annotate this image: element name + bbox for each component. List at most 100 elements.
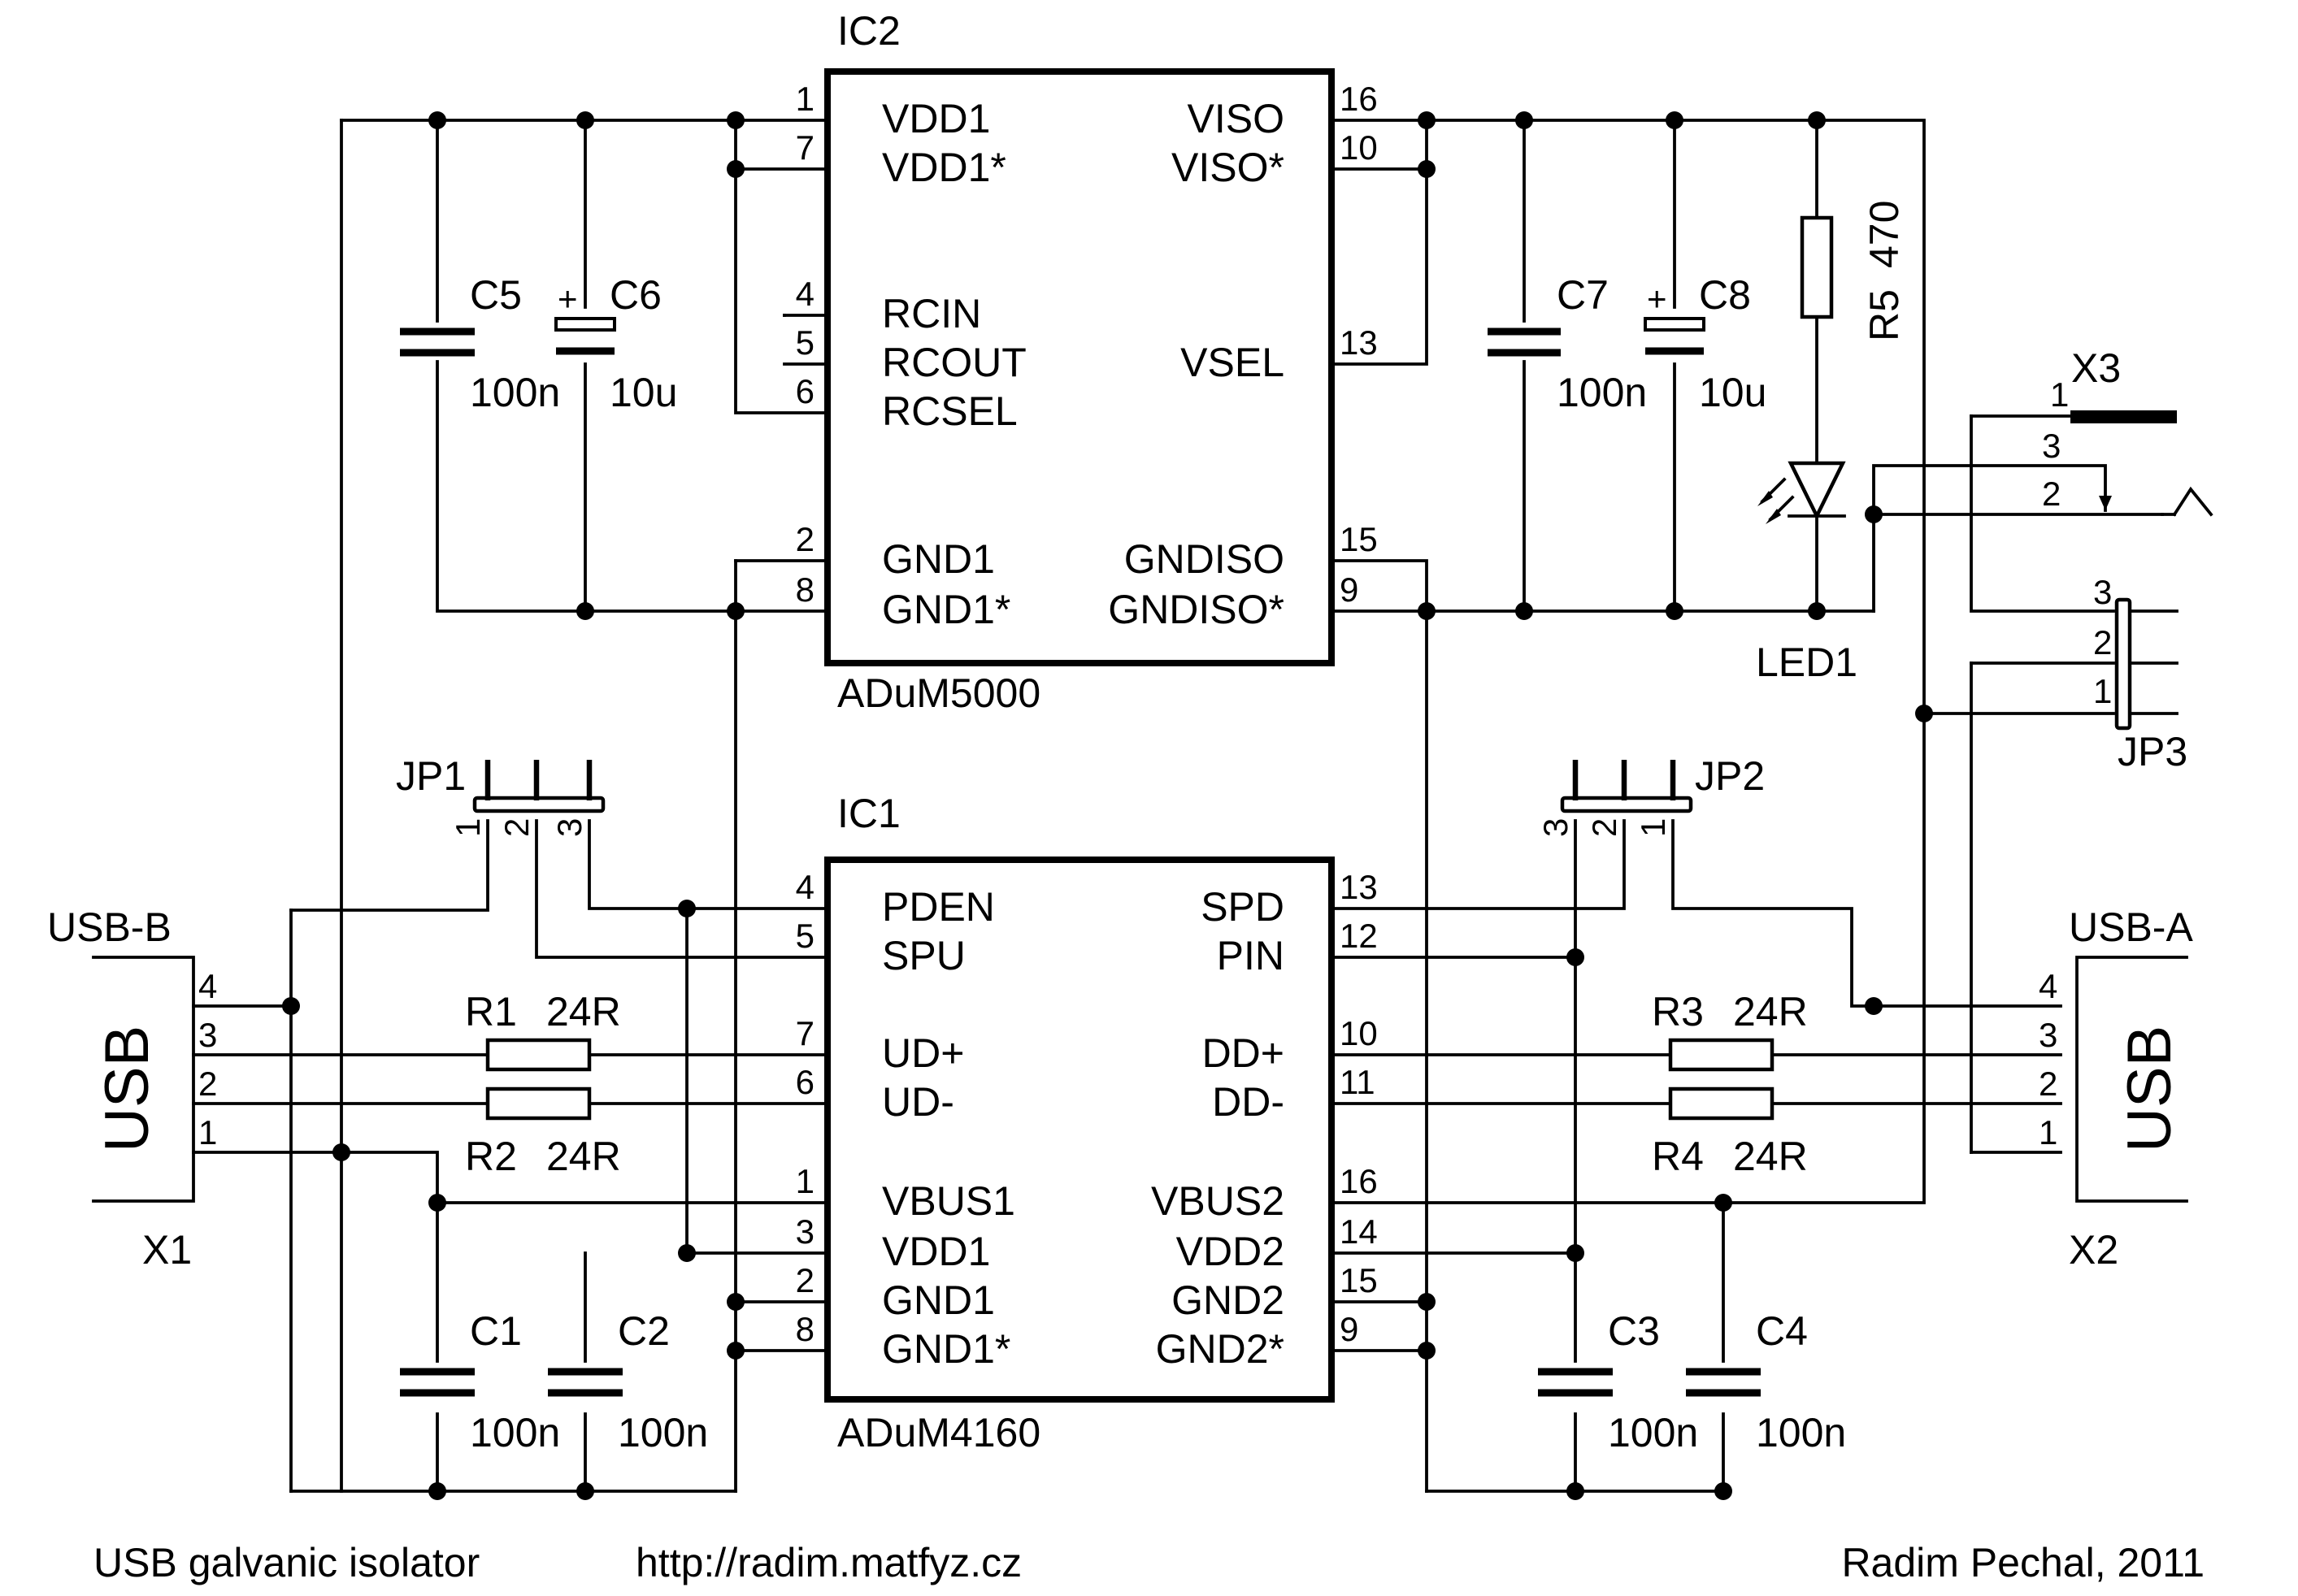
ic1-pin-number: 16 (1340, 1162, 1378, 1200)
resistor-ref: R1 (465, 989, 517, 1034)
connector-pin-number: 3 (2042, 427, 2061, 465)
jumper-pin-number: 3 (550, 818, 589, 837)
ic2-pin-name: RCIN (882, 291, 981, 336)
capacitor-ref: C7 (1557, 272, 1609, 318)
jumper-pin-number: 1 (449, 818, 487, 837)
ic1-pin-name: DD- (1212, 1079, 1284, 1125)
connector-pin-number: 1 (2050, 375, 2069, 414)
ic1-pin-number: 15 (1340, 1261, 1378, 1299)
ic1-pin-name: DD+ (1202, 1030, 1284, 1076)
connector-type: USB-A (2069, 904, 2193, 950)
ic1-pin-number: 5 (796, 917, 815, 955)
ic2-pin-number: 4 (796, 275, 815, 313)
capacitor-c4-symbol (1686, 1368, 1761, 1397)
connector-ref: X1 (142, 1227, 192, 1273)
ic1-pin-number: 9 (1340, 1310, 1358, 1348)
resistor-value: 24R (1733, 989, 1808, 1034)
ic2-pin-number: 9 (1340, 570, 1358, 609)
ic2-pin-number: 10 (1340, 128, 1378, 167)
ic2-pin-number: 1 (796, 80, 815, 118)
resistor-ref: R2 (465, 1134, 517, 1179)
ic2-body (824, 68, 1335, 666)
ic2-ref: IC2 (837, 8, 901, 54)
ic1-pin-name: PIN (1217, 933, 1284, 978)
ic2-pin-name: VDD1 (882, 96, 990, 141)
ic1-pin-number: 2 (796, 1261, 815, 1299)
ic1-part: ADuM4160 (837, 1410, 1040, 1455)
resistor-r1-symbol (485, 1038, 592, 1072)
connector-x3-symbol (2070, 410, 2177, 512)
ic1-pin-number: 3 (796, 1212, 815, 1251)
capacitor-ref: C1 (470, 1308, 522, 1354)
led-ref: LED1 (1756, 640, 1857, 685)
capacitor-ref: C4 (1756, 1308, 1808, 1354)
wires (92, 119, 2213, 1493)
jumper-jp1-symbol (472, 760, 606, 813)
usb-body-label: USB (2115, 1026, 2184, 1152)
jumper-pin-number: 2 (1585, 818, 1623, 837)
ic2-pin-name: GND1* (882, 587, 1010, 632)
ic1-pin-number: 10 (1340, 1014, 1378, 1052)
polarity-mark: + (558, 280, 578, 318)
capacitor-c3-symbol (1538, 1368, 1613, 1397)
resistor-ref: R4 (1652, 1134, 1704, 1179)
ic1-body (824, 857, 1335, 1403)
ic2-pin-name: VDD1* (882, 145, 1006, 190)
jumper-ref: JP2 (1695, 753, 1765, 799)
resistor-value: 24R (546, 989, 621, 1034)
resistor-r4-symbol (1668, 1086, 1775, 1121)
jumper-pin-number: 2 (497, 818, 536, 837)
capacitor-ref: C3 (1608, 1308, 1660, 1354)
ic1-pin-name: GND2 (1171, 1277, 1284, 1323)
capacitor-c5-symbol (400, 327, 475, 357)
resistor-value: 470 (1861, 201, 1907, 268)
resistor-r5-symbol (1800, 215, 1834, 319)
ic2-pin-number: 7 (796, 128, 815, 167)
capacitor-value: 10u (1699, 370, 1766, 415)
footer-url[interactable]: http://radim.matfyz.cz (636, 1540, 1022, 1585)
ic1-pin-name: UD- (882, 1079, 954, 1125)
jumper-pin-number: 3 (1536, 818, 1575, 837)
resistor-value: 24R (546, 1134, 621, 1179)
connector-pin-number: 2 (2042, 475, 2061, 513)
footer-title: USB galvanic isolator (93, 1540, 480, 1585)
ic1-pin-number: 8 (796, 1310, 815, 1348)
capacitor-value: 100n (470, 370, 560, 415)
capacitor-c6-symbol (554, 317, 616, 355)
connector-pin-number: 4 (2039, 967, 2057, 1005)
ic2-pin-number: 6 (796, 372, 815, 410)
ic1-pin-name: SPD (1201, 884, 1284, 930)
resistor-r3-symbol (1668, 1038, 1775, 1072)
usb-body-label: USB (93, 1026, 162, 1152)
capacitor-ref: C8 (1699, 272, 1751, 318)
connector-pin-number: 2 (2039, 1065, 2057, 1103)
connector-type: USB-B (47, 904, 172, 950)
ic1-pin-number: 6 (796, 1063, 815, 1101)
ic2-pin-number: 16 (1340, 80, 1378, 118)
connector-pin-number: 3 (198, 1016, 217, 1054)
ic1-pin-name: GND2* (1156, 1326, 1284, 1372)
capacitor-ref: C5 (470, 272, 522, 318)
ic1-pin-number: 1 (796, 1162, 815, 1200)
ic2-pin-number: 8 (796, 570, 815, 609)
jumper-jp2-symbol (1560, 760, 1693, 813)
jumper-pin-number: 1 (2093, 672, 2112, 710)
ic2-part: ADuM5000 (837, 670, 1040, 716)
ic2-pin-name: GNDISO (1124, 536, 1284, 582)
ic2-pin-name: RCSEL (882, 388, 1018, 434)
jumper-pin-number: 3 (2093, 573, 2112, 611)
connector-pin-number: 2 (198, 1065, 217, 1103)
ic1-pin-name: GND1 (882, 1277, 995, 1323)
ic1-pin-number: 13 (1340, 868, 1378, 906)
ic2-pin-number: 2 (796, 520, 815, 558)
ic1-pin-name: GND1* (882, 1326, 1010, 1372)
ic1-pin-name: SPU (882, 933, 966, 978)
connector-pin-number: 1 (2039, 1113, 2057, 1151)
ic1-pin-name: PDEN (882, 884, 995, 930)
ic1-pin-name: VDD2 (1176, 1229, 1284, 1274)
jumper-pin-number: 1 (1634, 818, 1672, 837)
ic2-pin-number: 13 (1340, 323, 1378, 362)
ic2-pin-name: RCOUT (882, 340, 1027, 385)
ic2-pin-name: VISO* (1171, 145, 1284, 190)
